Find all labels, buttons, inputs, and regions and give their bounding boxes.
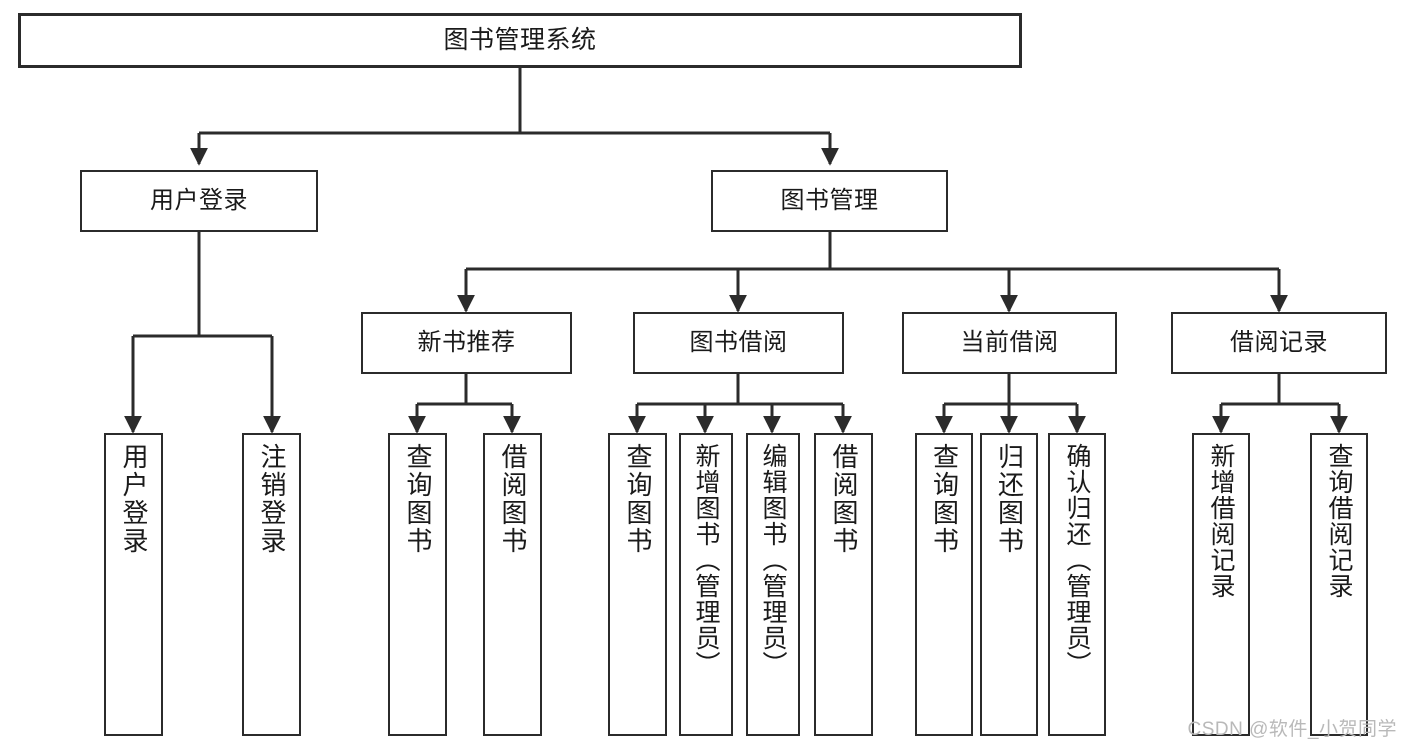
node-book-borrow-label: 图书借阅 (689, 329, 788, 356)
node-borrow-records[interactable]: 借阅记录 (1171, 312, 1387, 374)
node-borrow-records-label: 借阅记录 (1230, 329, 1328, 356)
leaf-query-borrow-record[interactable]: 查询借阅记录 (1310, 433, 1368, 736)
leaf-query-books-recommend-label: 查询图书 (403, 443, 434, 555)
node-current-borrow[interactable]: 当前借阅 (902, 312, 1117, 374)
leaf-confirm-return-admin[interactable]: 确认归还（管理员） (1048, 433, 1106, 736)
leaf-edit-book-admin[interactable]: 编辑图书（管理员） (746, 433, 800, 736)
leaf-user-login-label: 用户登录 (119, 443, 150, 555)
leaf-add-borrow-record[interactable]: 新增借阅记录 (1192, 433, 1250, 736)
leaf-return-book[interactable]: 归还图书 (980, 433, 1038, 736)
leaf-confirm-return-admin-label: 确认归还（管理员） (1063, 443, 1091, 677)
node-user-login-label: 用户登录 (150, 187, 248, 214)
node-new-book-recommend[interactable]: 新书推荐 (361, 312, 572, 374)
node-root[interactable]: 图书管理系统 (18, 13, 1022, 68)
leaf-query-books-current[interactable]: 查询图书 (915, 433, 973, 736)
node-new-book-recommend-label: 新书推荐 (417, 329, 516, 356)
node-current-borrow-label: 当前借阅 (960, 329, 1059, 356)
leaf-query-books-borrow-label: 查询图书 (623, 443, 654, 555)
leaf-borrow-books-recommend[interactable]: 借阅图书 (483, 433, 542, 736)
node-user-login[interactable]: 用户登录 (80, 170, 318, 232)
leaf-lend-book[interactable]: 借阅图书 (814, 433, 873, 736)
node-book-management[interactable]: 图书管理 (711, 170, 948, 232)
leaf-add-book-admin-label: 新增图书（管理员） (692, 443, 720, 677)
node-book-borrow[interactable]: 图书借阅 (633, 312, 844, 374)
leaf-user-login[interactable]: 用户登录 (104, 433, 163, 736)
leaf-add-book-admin[interactable]: 新增图书（管理员） (679, 433, 733, 736)
leaf-query-books-current-label: 查询图书 (929, 443, 960, 555)
leaf-borrow-books-recommend-label: 借阅图书 (498, 443, 529, 555)
leaf-query-books-recommend[interactable]: 查询图书 (388, 433, 447, 736)
leaf-return-book-label: 归还图书 (994, 443, 1025, 555)
leaf-logout[interactable]: 注销登录 (242, 433, 301, 736)
leaf-query-books-borrow[interactable]: 查询图书 (608, 433, 667, 736)
leaf-add-borrow-record-label: 新增借阅记录 (1207, 443, 1235, 599)
node-book-management-label: 图书管理 (780, 187, 879, 214)
leaf-lend-book-label: 借阅图书 (829, 443, 860, 555)
leaf-edit-book-admin-label: 编辑图书（管理员） (759, 443, 787, 677)
leaf-logout-label: 注销登录 (257, 443, 288, 555)
node-root-label: 图书管理系统 (443, 25, 597, 54)
leaf-query-borrow-record-label: 查询借阅记录 (1325, 443, 1353, 599)
watermark: CSDN @软件_小贺同学 (1187, 719, 1397, 740)
